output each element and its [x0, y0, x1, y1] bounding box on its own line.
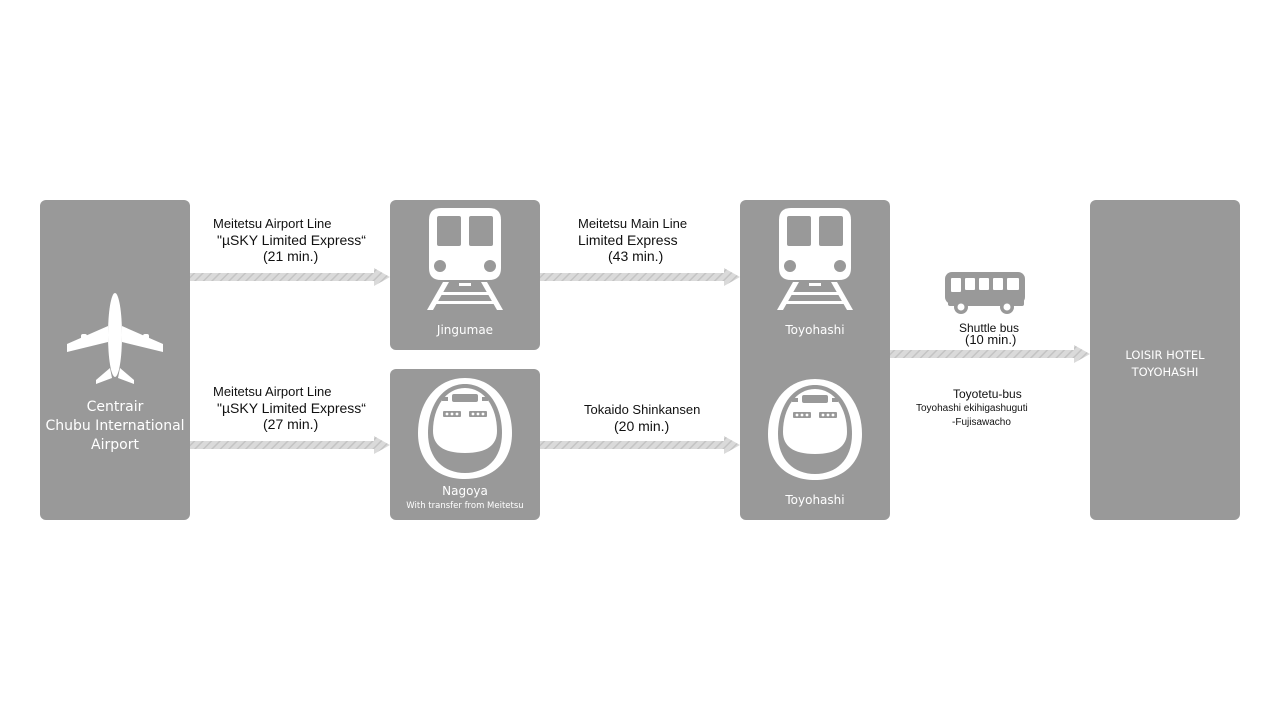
route-label-airport-jingumae-duration: (21 min.) — [263, 248, 319, 264]
jingumae-node: Jingumae — [390, 200, 540, 350]
route-label-jingumae-toyohashi-service: Limited Express — [578, 232, 678, 248]
airport-name-line2: Chubu International — [45, 418, 185, 434]
train-icon — [427, 208, 503, 310]
toyohashi-shinkansen-label: Toyohashi — [785, 493, 845, 507]
route-label-shuttle-duration: (10 min.) — [965, 332, 1017, 347]
airport-node: Centrair Chubu International Airport — [40, 200, 190, 520]
toyohashi-meitetsu-label: Toyohashi — [785, 323, 845, 337]
route-label-airport-nagoya-duration: (27 min.) — [263, 416, 319, 432]
bus-icon — [945, 272, 1025, 314]
airport-name-line3: Airport — [91, 437, 139, 453]
route-label-airport-nagoya-service: "µSKY Limited Express“ — [217, 400, 366, 416]
route-label-shuttle-bus: Shuttle bus — [959, 321, 1020, 335]
bullet-train-icon — [768, 379, 862, 480]
route-label-airport-jingumae-service: "µSKY Limited Express“ — [217, 232, 366, 248]
jingumae-label: Jingumae — [436, 323, 494, 337]
route-label-airport-jingumae-line: Meitetsu Airport Line — [213, 216, 332, 231]
arrow-airport-to-nagoya — [190, 436, 390, 454]
train-icon — [777, 208, 853, 310]
arrow-toyohashi-to-hotel — [890, 345, 1090, 363]
route-label-nagoya-toyohashi-duration: (20 min.) — [614, 418, 670, 434]
route-label-toyotetu-bus: Toyotetu-bus — [953, 387, 1022, 401]
bullet-train-icon — [418, 378, 512, 479]
route-label-toyotetu-stop1: Toyohashi ekihigashuguti — [916, 403, 1028, 414]
route-label-toyotetu-stop2: -Fujisawacho — [952, 417, 1011, 428]
hotel-node: LOISIR HOTEL TOYOHASHI — [1090, 200, 1240, 520]
arrow-nagoya-to-toyohashi — [540, 436, 740, 454]
route-label-jingumae-toyohashi-duration: (43 min.) — [608, 248, 664, 264]
hotel-name-line1: LOISIR HOTEL — [1125, 348, 1205, 362]
route-label-airport-nagoya-line: Meitetsu Airport Line — [213, 384, 332, 399]
hotel-name-line2: TOYOHASHI — [1131, 365, 1199, 379]
nagoya-label: Nagoya — [442, 484, 488, 498]
nagoya-transfer-note: With transfer from Meitetsu — [406, 501, 524, 511]
arrow-jingumae-to-toyohashi — [540, 268, 740, 286]
airplane-icon — [67, 293, 163, 384]
toyohashi-node: Toyohashi Toyohashi — [740, 200, 890, 520]
arrow-airport-to-jingumae — [190, 268, 390, 286]
airport-name-line1: Centrair — [86, 399, 144, 415]
route-label-nagoya-toyohashi-line: Tokaido Shinkansen — [584, 402, 701, 417]
nagoya-node: Nagoya With transfer from Meitetsu — [390, 369, 540, 520]
route-label-jingumae-toyohashi-line: Meitetsu Main Line — [578, 216, 688, 231]
